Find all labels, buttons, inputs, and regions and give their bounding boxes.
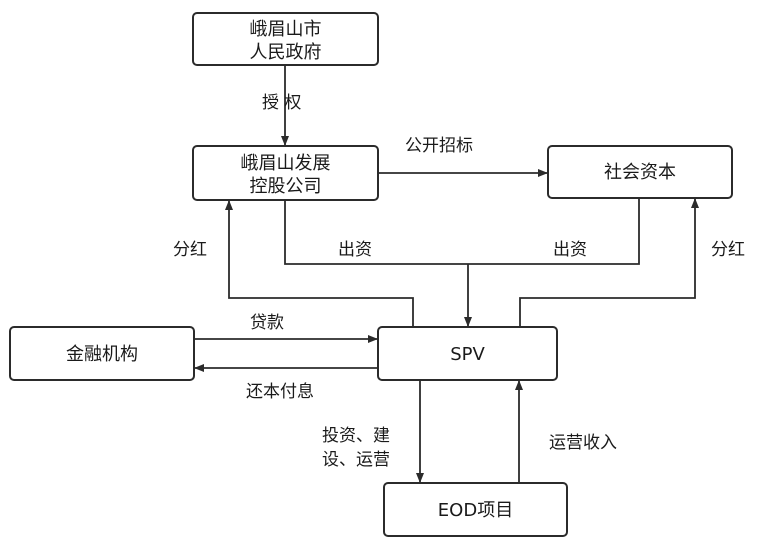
node-spv <box>377 326 558 381</box>
loan-label: 贷款 <box>250 313 284 333</box>
gov-label-line1: 峨眉山市 <box>250 19 322 40</box>
invest-left-label: 出资 <box>338 240 372 260</box>
eod-label: EOD项目 <box>438 500 513 521</box>
authorize-label: 授 权 <box>262 93 301 113</box>
node-social <box>547 145 733 199</box>
gov-label-line2: 人民政府 <box>250 42 322 63</box>
dividend-right-label: 分红 <box>711 240 745 260</box>
invest-right-label: 出资 <box>553 240 587 260</box>
spv-label: SPV <box>450 344 485 365</box>
revenue-label: 运营收入 <box>549 433 617 453</box>
build-label-line2: 设、运营 <box>322 450 390 470</box>
edge-invest-right <box>468 198 640 265</box>
tender-label: 公开招标 <box>405 136 473 156</box>
dividend-left-label: 分红 <box>173 240 207 260</box>
edge-dividend-right <box>519 198 699 327</box>
build-label-line1: 投资、建 <box>322 426 390 446</box>
repay-label: 还本付息 <box>246 382 314 402</box>
node-finance <box>9 326 195 381</box>
holding-label-line1: 峨眉山发展 <box>241 153 331 174</box>
edge-dividend-left <box>225 200 414 327</box>
social-label: 社会资本 <box>604 162 676 183</box>
edge-invest-left <box>284 200 468 265</box>
node-eod <box>383 482 568 537</box>
holding-label-line2: 控股公司 <box>250 176 322 197</box>
finance-label: 金融机构 <box>66 344 138 365</box>
